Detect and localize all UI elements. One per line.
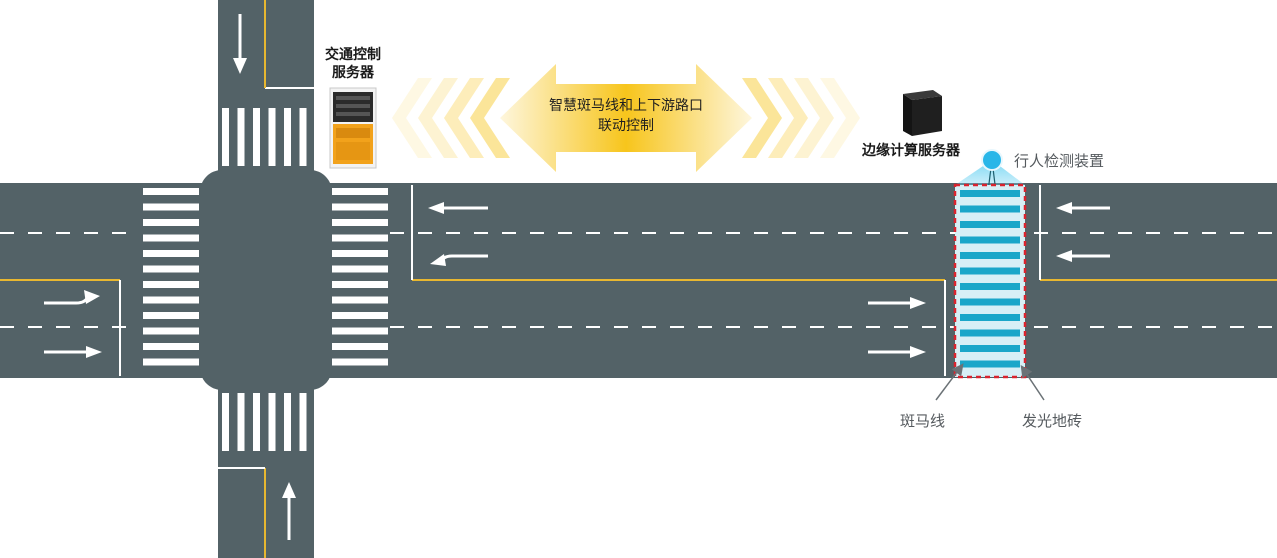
zebra-stripe (237, 108, 245, 166)
zebra-crossing-west (143, 188, 199, 366)
zebra-stripe (332, 281, 388, 288)
traffic-server-label-line1: 交通控制 (325, 47, 381, 63)
smart-crossing-frame (953, 183, 1027, 379)
arrow-right-turn-icon (44, 290, 100, 305)
zebra-crossing-south (222, 393, 307, 451)
glowing-tile (960, 283, 1020, 290)
arrow-uturn-left-icon (430, 254, 488, 266)
zebra-stripe (143, 203, 199, 211)
arrow-up-icon (282, 482, 296, 540)
zebra-stripe (332, 312, 388, 319)
intersection-box (200, 170, 332, 390)
zebra-stripe (332, 250, 388, 257)
chevron-right-icon (742, 78, 860, 158)
zebra-stripe (253, 108, 260, 166)
server-cabinet-icon (329, 87, 377, 169)
zebra-stripe (143, 265, 199, 273)
chevron-shape (470, 78, 510, 158)
pointer-zebra (935, 363, 964, 401)
arrow-down-icon (233, 14, 247, 74)
chevron-shape (418, 78, 458, 158)
edge-server-label: 边缘计算服务器 (862, 143, 960, 159)
glowing-tile (960, 360, 1020, 368)
zebra-stripe (143, 188, 199, 195)
chevron-shape (820, 78, 860, 158)
zebra-stripe (253, 393, 260, 451)
glowing-tile (960, 267, 1020, 275)
arrow-right-icon (868, 297, 926, 309)
zebra-crossing-north (222, 108, 307, 166)
smart-crossing (953, 149, 1027, 379)
zebra-stripe (143, 327, 199, 335)
edge-server-box-icon (903, 90, 942, 136)
glowing-tile (960, 221, 1020, 228)
callout-pointers (935, 363, 1045, 401)
zebra-stripe (332, 358, 388, 366)
zebra-stripe (332, 327, 388, 335)
zebra-stripe (222, 393, 229, 451)
zebra-stripe (332, 265, 388, 273)
arrow-right-icon (868, 346, 926, 358)
zebra-stripe (143, 312, 199, 319)
glowing-tile (960, 314, 1020, 321)
zebra-stripe (143, 358, 199, 366)
chevron-shape (742, 78, 782, 158)
zebra-stripe (143, 343, 199, 350)
zebra-stripe (237, 393, 245, 451)
pedestrian-detector-label: 行人检测装置 (1014, 152, 1105, 170)
zebra-stripe (332, 219, 388, 226)
chevron-shape (392, 78, 432, 158)
zebra-stripe (222, 108, 229, 166)
glowing-tiles-label: 发光地砖 (1022, 412, 1083, 430)
sensor-dot-icon (981, 149, 1003, 171)
banner-label-line1: 智慧斑马线和上下游路口 (549, 98, 703, 114)
zebra-stripe (284, 393, 291, 451)
zebra-stripe (143, 250, 199, 257)
linkage-banner (392, 64, 860, 172)
chevron-shape (768, 78, 808, 158)
zebra-stripe (143, 219, 199, 226)
banner-label-line2: 联动控制 (598, 118, 654, 134)
zebra-stripe (332, 343, 388, 350)
glowing-tile (960, 190, 1020, 197)
direction-arrows (44, 14, 1110, 540)
zebra-stripe (332, 188, 388, 195)
zebra-stripe (332, 234, 388, 242)
chevron-shape (444, 78, 484, 158)
chevron-shape (794, 78, 834, 158)
zebra-stripe (299, 108, 307, 166)
arrow-left-icon (1056, 250, 1110, 262)
zebra-stripe (268, 393, 276, 451)
glowing-tile (960, 252, 1020, 259)
zebra-stripe (332, 203, 388, 211)
zebra-stripe (268, 108, 276, 166)
glowing-tile-stripes (955, 185, 1025, 377)
glowing-tile (960, 345, 1020, 352)
arrow-right-icon (44, 346, 102, 358)
traffic-server-label: 交通控制 服务器 (316, 46, 390, 82)
glowing-tile (960, 205, 1020, 213)
zebra-stripe (284, 108, 291, 166)
zebra-stripe (143, 234, 199, 242)
glowing-tile (960, 236, 1020, 244)
arrow-left-icon (1056, 202, 1110, 214)
zebra-stripe (143, 296, 199, 304)
zebra-crossing-label: 斑马线 (900, 412, 946, 430)
traffic-server-label-line2: 服务器 (332, 65, 374, 81)
pointer-tiles (1020, 365, 1045, 401)
chevron-left-icon (392, 78, 510, 158)
zebra-stripe (332, 296, 388, 304)
banner-label: 智慧斑马线和上下游路口 联动控制 (526, 96, 726, 136)
glowing-tile (960, 329, 1020, 337)
glowing-tile (960, 298, 1020, 306)
zebra-crossing-east (332, 188, 388, 366)
double-arrow-banner (500, 64, 752, 172)
zebra-stripe (143, 281, 199, 288)
arrow-left-icon (428, 202, 488, 214)
zebra-stripe (299, 393, 307, 451)
